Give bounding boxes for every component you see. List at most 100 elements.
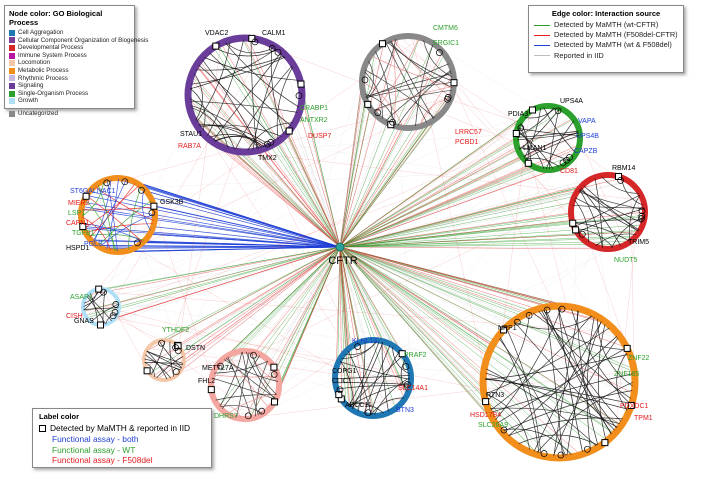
mamth-iid-node[interactable] (601, 439, 609, 447)
self-loop (513, 318, 521, 326)
mamth-iid-node[interactable] (248, 34, 256, 42)
cluster-chord (487, 314, 530, 401)
interaction-edge (211, 135, 580, 384)
self-loop (617, 177, 624, 184)
cluster-ring (479, 302, 639, 462)
cluster-chord (254, 360, 268, 417)
interaction-edge (115, 246, 341, 319)
mamth-iid-node[interactable] (79, 223, 87, 230)
interaction-edge (196, 65, 341, 248)
cluster-chord (557, 308, 612, 435)
mamth-iid-node[interactable] (143, 367, 151, 375)
cluster-chord (82, 206, 154, 211)
interaction-edge (339, 124, 427, 248)
interaction-edge (147, 348, 411, 385)
interaction-edge (339, 246, 523, 316)
cluster-chord (495, 308, 562, 420)
interaction-edge (339, 127, 400, 248)
cluster-chord (156, 356, 184, 379)
self-loop (566, 153, 573, 161)
interaction-edge (339, 246, 351, 409)
gene-label: SLC14A1 (398, 385, 428, 392)
self-loop (578, 230, 586, 238)
mamth-iid-node[interactable] (150, 202, 158, 210)
interaction-edge (118, 302, 635, 386)
interaction-edge (294, 122, 341, 248)
gene-label: ASAP1 (70, 294, 93, 301)
mamth-iid-node[interactable] (569, 219, 577, 227)
center-node-group: CFTR (328, 242, 358, 267)
interaction-edge (339, 37, 396, 248)
mamth-iid-node[interactable] (95, 285, 103, 293)
cluster-chord (375, 51, 393, 124)
self-loop (121, 178, 129, 186)
interaction-edge (339, 88, 363, 248)
interaction-edge (339, 127, 414, 248)
interaction-edge (339, 144, 517, 248)
cluster-chord (90, 303, 119, 322)
mamth-iid-node[interactable] (82, 192, 90, 200)
legend-swatch (9, 44, 15, 51)
interaction-edge (86, 195, 341, 248)
interaction-edge (339, 109, 564, 248)
interaction-edge (339, 246, 520, 317)
gene-label: CRABP1 (300, 105, 328, 112)
gene-label: ABCC11 (345, 402, 372, 409)
cluster-chord (573, 219, 644, 224)
interaction-edge (149, 246, 341, 374)
mamth-iid-node[interactable] (623, 344, 631, 352)
mamth-iid-node[interactable] (572, 226, 580, 234)
mamth-iid-node[interactable] (529, 106, 536, 114)
cluster-chord (601, 176, 639, 194)
interaction-edge (339, 51, 443, 248)
mamth-iid-node[interactable] (297, 80, 305, 88)
mamth-iid-node[interactable] (379, 40, 386, 48)
mamth-iid-node[interactable] (270, 363, 278, 371)
interaction-edge (339, 205, 572, 248)
mamth-iid-node[interactable] (271, 398, 278, 406)
cftr-node[interactable] (335, 242, 345, 252)
mamth-iid-node[interactable] (335, 391, 343, 399)
interaction-edge (411, 36, 497, 426)
mamth-iid-node[interactable] (364, 100, 372, 108)
cluster-chord (508, 417, 623, 437)
node-legend-item: Developmental Process (9, 44, 130, 52)
cluster-chord (389, 41, 453, 89)
gene-label: MIER2 (68, 200, 90, 207)
self-loop (638, 207, 646, 215)
interaction-edge (339, 246, 553, 458)
gene-label: STAU1 (180, 131, 202, 138)
mamth-iid-node[interactable] (615, 173, 622, 180)
mamth-iid-node[interactable] (500, 326, 508, 334)
mamth-iid-node[interactable] (212, 42, 220, 50)
interaction-edge (96, 249, 132, 290)
mamth-iid-node[interactable] (512, 130, 520, 137)
mamth-iid-node[interactable] (450, 79, 458, 87)
interaction-edge (339, 121, 385, 248)
mamth-iid-node[interactable] (482, 398, 490, 406)
mamth-iid-node[interactable] (524, 159, 532, 167)
cluster-chord (545, 309, 563, 456)
mamth-iid-node[interactable] (398, 350, 406, 358)
interaction-edge (339, 113, 442, 248)
cluster-chord (144, 361, 156, 378)
interaction-edge (282, 137, 341, 248)
label-legend-item: Functional assay - both (39, 434, 205, 445)
interaction-edge (180, 246, 341, 350)
edge-legend-item: Reported in IID (534, 51, 678, 61)
legend-swatch (9, 110, 15, 117)
gene-label: YTHDF2 (162, 327, 189, 334)
mamth-iid-node[interactable] (627, 402, 635, 409)
cluster-chord (385, 71, 452, 122)
interaction-edge (235, 246, 341, 353)
cluster-chord (525, 157, 560, 168)
cluster-chord (586, 317, 595, 449)
interaction-edge (339, 214, 645, 248)
cluster-chord (571, 309, 630, 404)
mamth-iid-node[interactable] (285, 127, 293, 135)
mamth-iid-node[interactable] (97, 321, 104, 329)
mamth-iid-node[interactable] (207, 386, 215, 394)
cluster-chord (499, 338, 566, 456)
interaction-edge (339, 243, 627, 248)
gene-label: LSP1 (68, 210, 85, 217)
